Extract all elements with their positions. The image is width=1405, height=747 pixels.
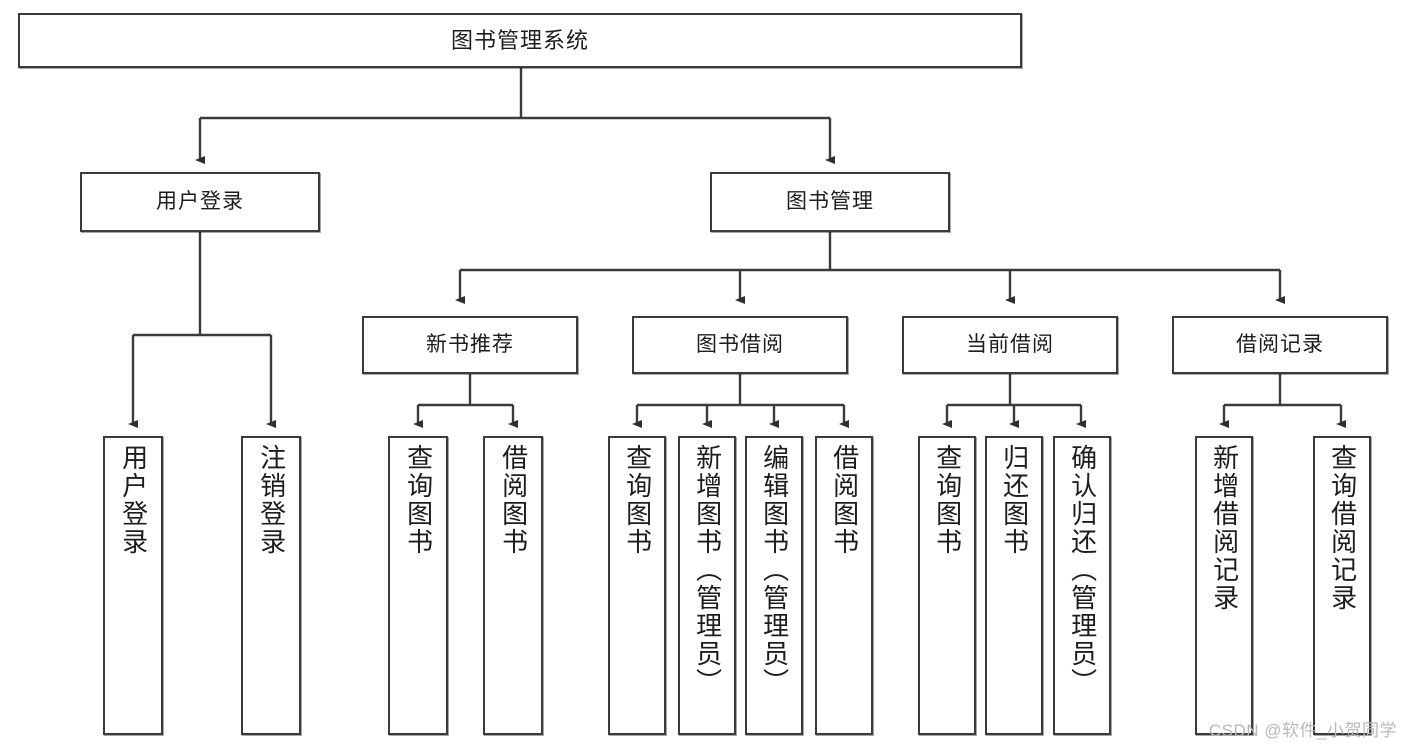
node-label: 图书借阅 xyxy=(696,332,784,356)
leaf-query-book-3[interactable]: 查询图书 xyxy=(918,436,976,735)
node-user-login[interactable]: 用户登录 xyxy=(80,172,320,232)
node-label: 用户登录 xyxy=(118,444,149,556)
leaf-user-login[interactable]: 用户登录 xyxy=(103,436,163,735)
node-label: 新增借阅记录 xyxy=(1209,444,1240,612)
leaf-return-book[interactable]: 归还图书 xyxy=(985,436,1043,735)
leaf-borrow-book-1[interactable]: 借阅图书 xyxy=(483,436,543,735)
node-label: 确认归还（管理员） xyxy=(1067,444,1098,696)
leaf-query-book-1[interactable]: 查询图书 xyxy=(388,436,448,735)
node-label: 查询图书 xyxy=(403,444,434,556)
node-label: 新增图书（管理员） xyxy=(692,444,723,696)
leaf-query-book-2[interactable]: 查询图书 xyxy=(608,436,666,735)
node-book-borrow[interactable]: 图书借阅 xyxy=(632,316,848,374)
node-borrow-record[interactable]: 借阅记录 xyxy=(1172,316,1388,374)
node-label: 图书管理系统 xyxy=(450,27,589,53)
node-label: 当前借阅 xyxy=(966,332,1054,356)
node-label: 注销登录 xyxy=(256,444,287,556)
node-label: 查询借阅记录 xyxy=(1327,444,1358,612)
node-label: 归还图书 xyxy=(999,444,1030,556)
node-current-borrow[interactable]: 当前借阅 xyxy=(902,316,1118,374)
node-label: 借阅记录 xyxy=(1236,332,1324,356)
leaf-add-book-admin[interactable]: 新增图书（管理员） xyxy=(678,436,736,735)
node-label: 查询图书 xyxy=(622,444,653,556)
node-root-book-management-system[interactable]: 图书管理系统 xyxy=(18,13,1022,68)
node-label: 用户登录 xyxy=(156,189,244,213)
node-label: 编辑图书（管理员） xyxy=(759,444,790,696)
node-label: 借阅图书 xyxy=(498,444,529,556)
node-label: 图书管理 xyxy=(786,189,874,213)
node-label: 借阅图书 xyxy=(829,444,860,556)
leaf-add-borrow-record[interactable]: 新增借阅记录 xyxy=(1195,436,1253,735)
leaf-edit-book-admin[interactable]: 编辑图书（管理员） xyxy=(745,436,803,735)
leaf-confirm-return-admin[interactable]: 确认归还（管理员） xyxy=(1053,436,1111,735)
leaf-logout[interactable]: 注销登录 xyxy=(241,436,301,735)
leaf-borrow-book-2[interactable]: 借阅图书 xyxy=(815,436,873,735)
node-new-book-recommend[interactable]: 新书推荐 xyxy=(362,316,578,374)
node-label: 查询图书 xyxy=(932,444,963,556)
leaf-query-borrow-record[interactable]: 查询借阅记录 xyxy=(1313,436,1371,735)
node-label: 新书推荐 xyxy=(426,332,514,356)
node-book-manage[interactable]: 图书管理 xyxy=(710,172,950,232)
